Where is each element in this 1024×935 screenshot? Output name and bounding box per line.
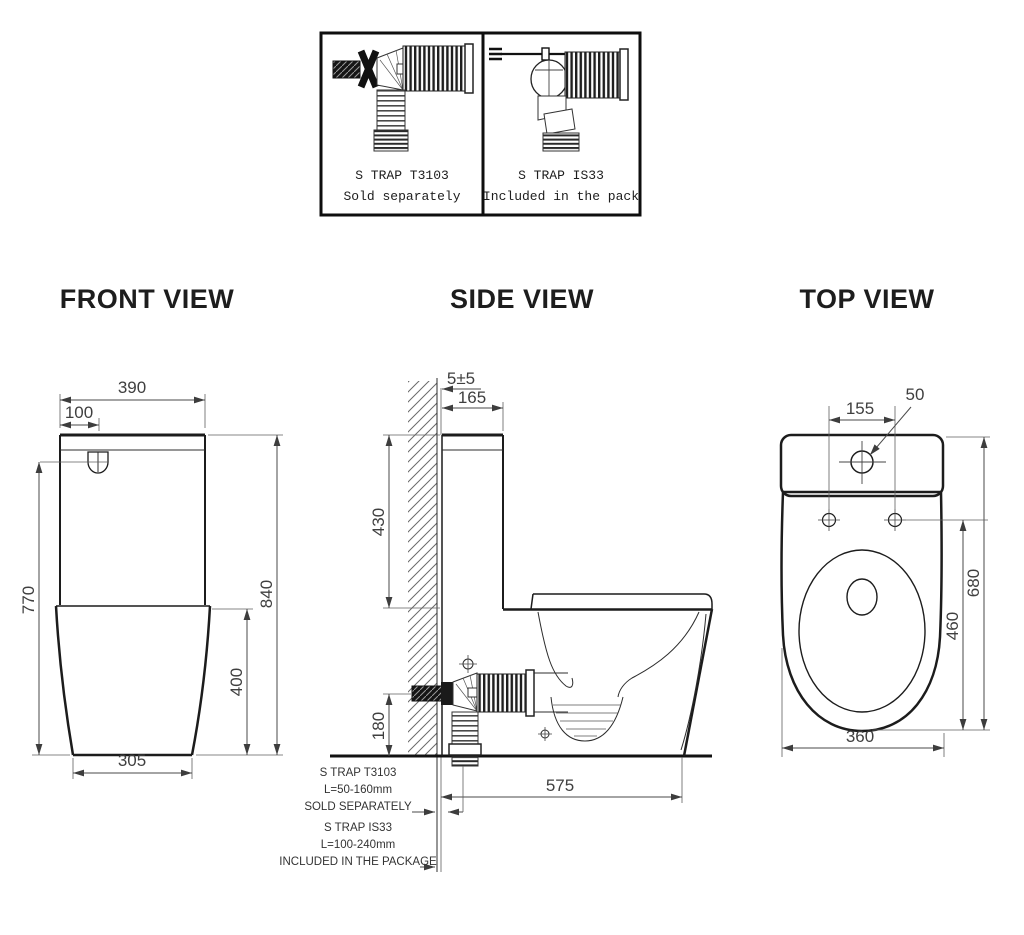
dim-label: 430 bbox=[369, 508, 388, 536]
flush-button-icon bbox=[87, 451, 109, 474]
top-view: 155 50 680 460 360 bbox=[779, 385, 990, 757]
strap-t3103-note: Sold separately bbox=[343, 189, 460, 204]
dim-label: 360 bbox=[846, 727, 874, 746]
dim-label: 305 bbox=[118, 751, 146, 770]
dim-side-wall-gap: 5±5 bbox=[442, 369, 481, 393]
dim-label: 100 bbox=[65, 403, 93, 422]
side-view-title: SIDE VIEW bbox=[450, 284, 594, 314]
s-trap-fitting bbox=[411, 655, 535, 767]
note-line: INCLUDED IN THE PACKAGE bbox=[279, 856, 437, 868]
dim-label: 50 bbox=[906, 385, 925, 404]
dim-front-bowl-height: 400 bbox=[212, 608, 253, 755]
dim-label: 155 bbox=[846, 399, 874, 418]
dim-label: 5±5 bbox=[447, 369, 475, 388]
strap-is33-icon bbox=[489, 47, 629, 152]
dim-label: 460 bbox=[943, 612, 962, 640]
side-view: 5±5 165 430 180 575 S TRAP T3103 L=50-16… bbox=[279, 369, 714, 872]
strap-is33-name: S TRAP IS33 bbox=[518, 168, 604, 183]
strap-t3103-icon bbox=[332, 43, 474, 152]
dim-top-hinge-spacing: 155 bbox=[828, 399, 896, 509]
note-line: S TRAP T3103 bbox=[320, 767, 397, 779]
dim-label: 165 bbox=[458, 388, 486, 407]
front-view: 390 100 770 840 400 305 bbox=[19, 378, 283, 779]
dim-top-bowl-width: 360 bbox=[781, 648, 945, 757]
dim-label: 575 bbox=[546, 776, 574, 795]
dim-label: 180 bbox=[369, 712, 388, 740]
front-view-title: FRONT VIEW bbox=[60, 284, 235, 314]
dim-top-button-hole: 50 bbox=[869, 385, 925, 456]
trap-crosshair-icon bbox=[459, 655, 477, 673]
dim-label: 400 bbox=[227, 668, 246, 696]
note-strap-is33: S TRAP IS33 L=100-240mm INCLUDED IN THE … bbox=[279, 822, 437, 871]
note-line: L=50-160mm bbox=[324, 784, 392, 796]
strap-t3103-name: S TRAP T3103 bbox=[355, 168, 449, 183]
note-line: S TRAP IS33 bbox=[324, 822, 392, 834]
dim-front-base-width: 305 bbox=[72, 751, 193, 779]
note-line: SOLD SEPARATELY bbox=[304, 801, 412, 813]
floor-fixing-crosshair-icon bbox=[538, 727, 552, 741]
hinge-hole-right-icon bbox=[884, 509, 906, 531]
front-toilet-outline bbox=[54, 433, 212, 757]
header-box: S TRAP T3103 Sold separately S TRAP IS33… bbox=[319, 31, 642, 217]
dim-front-total-height: 840 bbox=[196, 434, 283, 756]
side-toilet-outline bbox=[441, 433, 714, 757]
hinge-hole-left-icon bbox=[818, 509, 840, 531]
note-line: L=100-240mm bbox=[321, 839, 395, 851]
dim-label: 680 bbox=[964, 569, 983, 597]
dim-label: 390 bbox=[118, 378, 146, 397]
dim-side-tank-height: 430 bbox=[369, 434, 440, 609]
dim-front-button-offset: 100 bbox=[60, 403, 100, 431]
dim-side-outlet-height: 180 bbox=[369, 693, 411, 756]
dim-top-seat-depth: 460 bbox=[906, 519, 988, 730]
note-strap-t3103: S TRAP T3103 L=50-160mm SOLD SEPARATELY bbox=[304, 766, 464, 816]
top-view-title: TOP VIEW bbox=[799, 284, 934, 314]
dim-front-height-to-button: 770 bbox=[19, 461, 108, 756]
top-toilet-outline bbox=[779, 433, 945, 733]
dim-side-total-depth: 575 bbox=[441, 757, 683, 803]
dim-side-tank-depth: 165 bbox=[442, 388, 504, 431]
dim-top-total-depth: 680 bbox=[872, 436, 990, 731]
strap-is33-note: Included in the pack bbox=[483, 189, 639, 204]
button-hole-crosshair-icon bbox=[839, 441, 886, 484]
dim-label: 840 bbox=[257, 580, 276, 608]
wall-section bbox=[408, 378, 442, 872]
dim-label: 770 bbox=[19, 586, 38, 614]
